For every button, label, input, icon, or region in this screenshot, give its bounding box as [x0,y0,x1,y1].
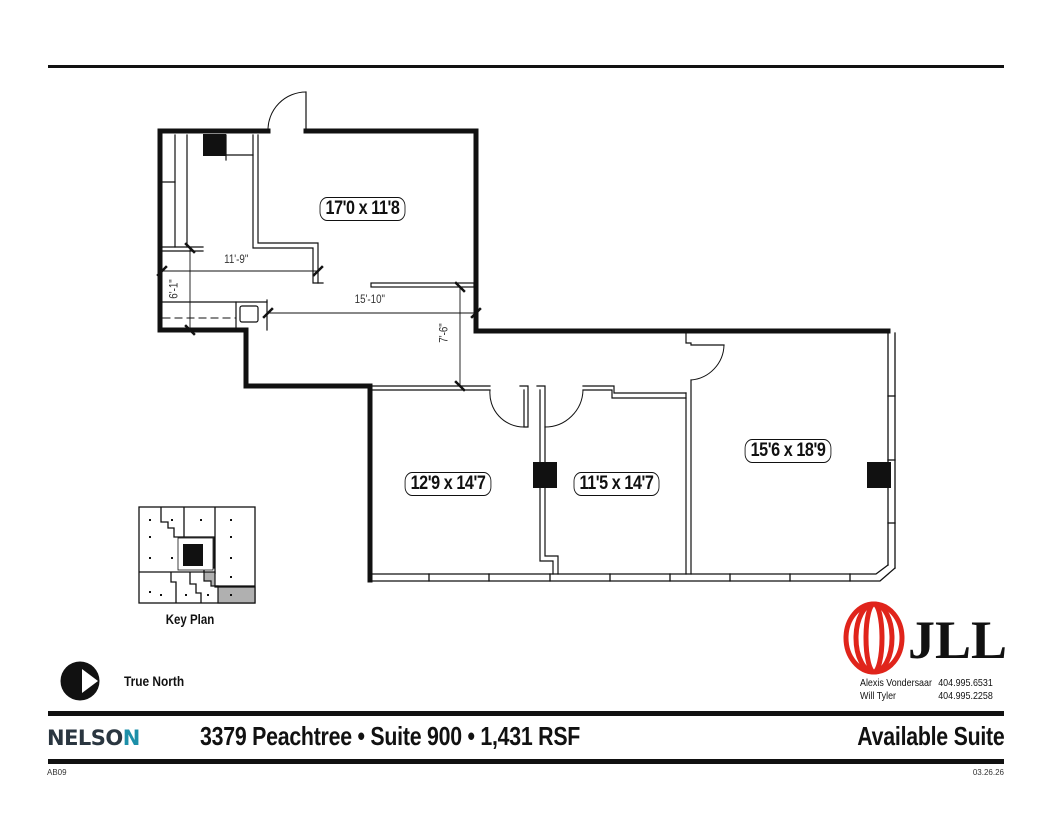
dimension-label: 7'-6" [438,323,451,343]
footer-divider-bottom [48,759,1004,764]
room-label-office-b: 12'9 x 14'7 [404,472,492,496]
key-plan-label: Key Plan [165,612,215,627]
nelson-logo-text: NELSO [47,726,123,750]
contact-name: Alexis Vondersaar [860,677,932,689]
top-divider [48,65,1004,68]
structural-columns [203,134,891,488]
document-date: 03.26.26 [972,768,1004,777]
nelson-logo: NELSON [47,726,140,750]
jll-logo-text: JLL [908,610,1005,670]
contact-row: Will Tyler 404.995.2258 [860,690,993,703]
room-label-office-d: 15'6 x 18'9 [744,439,832,463]
contact-name: Will Tyler [860,690,897,702]
true-north-label: True North [124,673,185,689]
document-code: AB09 [47,768,67,777]
room-label-office-c: 11'5 x 14'7 [573,472,660,496]
availability-status: Available Suite [856,721,1004,751]
property-headline: 3379 Peachtree • Suite 900 • 1,431 RSF [200,721,581,751]
nelson-logo-accent: N [122,726,141,750]
jll-logo: JLL [843,601,1005,675]
exterior-wall-north [303,128,891,334]
dimension-label: 11'-9" [224,254,249,266]
contact-phone[interactable]: 404.995.6531 [938,677,993,689]
cabinet-lines [162,134,237,319]
dimension-label: 15'-10" [354,294,386,306]
broker-contacts: Alexis Vondersaar 404.995.6531 Will Tyle… [860,677,993,703]
room-label-office-a: 17'0 x 11'8 [319,197,406,221]
contact-phone[interactable]: 404.995.2258 [938,690,993,702]
dimension-label: 6'-1" [168,279,181,299]
dimension-lines [161,246,477,387]
window-wall [369,332,896,582]
north-arrow-icon [60,661,100,701]
footer-divider-top [48,711,1004,716]
dimension-ticks [156,242,482,392]
key-plan-map [138,506,256,604]
contact-row: Alexis Vondersaar 404.995.6531 [860,677,993,690]
interior-walls [159,91,725,575]
